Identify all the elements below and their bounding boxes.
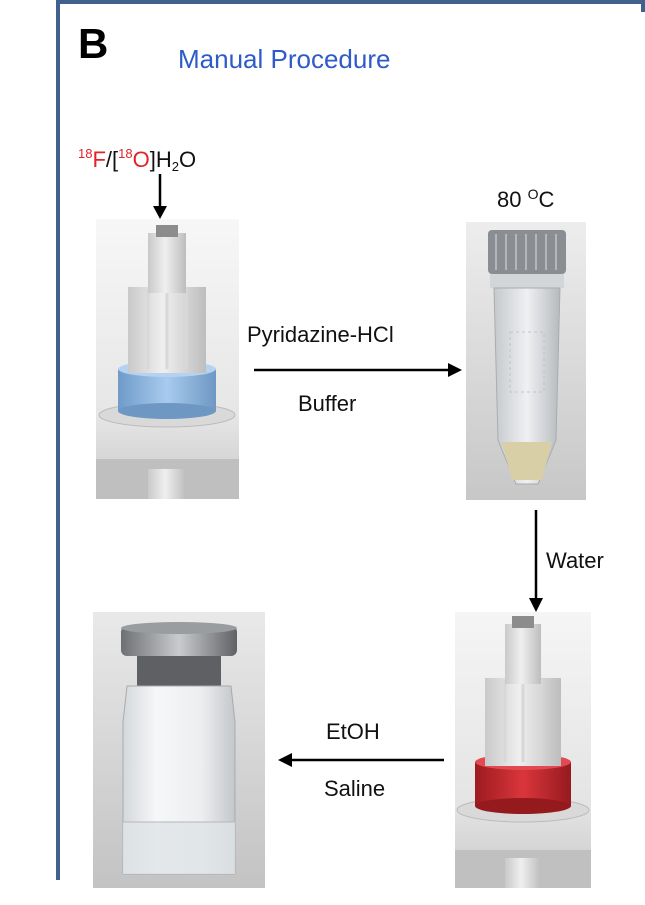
red-cartridge-photo <box>455 612 591 888</box>
step1-arrow <box>254 363 462 377</box>
isotope-mass-1: 18 <box>78 146 93 161</box>
source-label: 18F/[18O]H2O <box>78 146 196 174</box>
water-suffix: O <box>178 147 197 172</box>
fluorine-symbol: F <box>92 147 106 172</box>
step3-saline-label: Saline <box>324 776 386 801</box>
step2-water-label: Water <box>546 548 604 573</box>
panel-title: Manual Procedure <box>178 44 391 74</box>
temperature-unit: C <box>538 187 555 212</box>
panel-frame-top <box>58 0 645 4</box>
temperature-value: 80 <box>497 187 528 212</box>
reaction-tube-photo <box>466 222 586 500</box>
oxygen-symbol: O <box>132 147 150 172</box>
degree-symbol: O <box>527 186 539 202</box>
blue-cartridge-photo <box>96 219 239 499</box>
separator-2: ]H <box>149 147 172 172</box>
isotope-mass-2: 18 <box>118 146 133 161</box>
step3-arrow <box>278 753 444 767</box>
water-subscript: 2 <box>171 159 179 174</box>
step2-arrow <box>529 510 543 612</box>
load-arrow <box>153 174 167 219</box>
temperature-label: 80 OC <box>497 186 554 213</box>
product-vial-photo <box>93 612 265 888</box>
step1-reagent-label: Pyridazine-HCl <box>247 322 394 347</box>
panel-frame-left <box>56 0 60 880</box>
step1-buffer-label: Buffer <box>298 391 357 416</box>
panel-letter: B <box>78 20 109 67</box>
step3-ethanol-label: EtOH <box>326 719 380 744</box>
separator-1: /[ <box>105 147 119 172</box>
panel-frame-right <box>641 0 645 12</box>
